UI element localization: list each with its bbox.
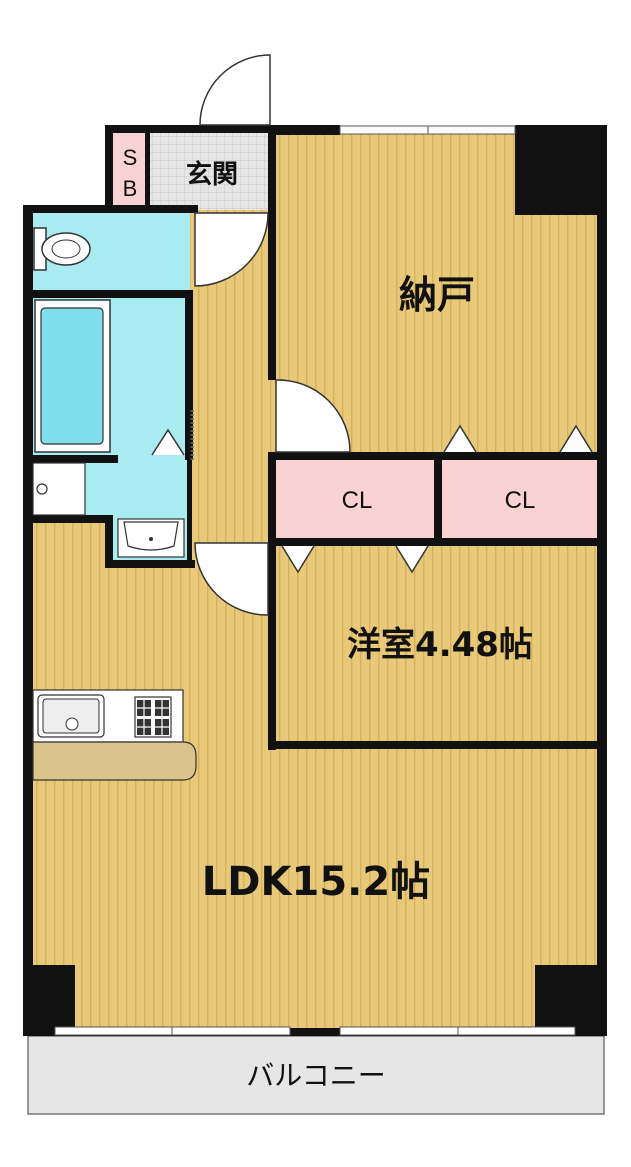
- closet-left-door: [281, 545, 429, 574]
- bath-door: [151, 428, 185, 456]
- bathtub-icon: [34, 299, 111, 453]
- label-closet-right: CL: [505, 487, 536, 514]
- storeroom-closet-door: [443, 424, 593, 453]
- closet-left: [275, 455, 438, 540]
- label-closet-left: CL: [342, 487, 373, 514]
- shoe-box: [110, 130, 150, 210]
- balcony-floor: [27, 1035, 605, 1115]
- stove-icon: [134, 696, 172, 738]
- entrance-floor: [150, 130, 272, 210]
- ldk-floor: [28, 520, 602, 1030]
- label-storeroom: 納戸: [399, 273, 475, 317]
- walls: [23, 125, 607, 1036]
- closet-right: [438, 455, 602, 540]
- entrance-door: [199, 54, 271, 126]
- western-room-floor: [275, 540, 602, 745]
- label-western-room: 洋室4.48帖: [347, 625, 533, 665]
- label-ldk: LDK15.2帖: [202, 859, 430, 905]
- label-shoe-box-top: S: [123, 145, 138, 170]
- label-shoe-box-bottom: B: [123, 176, 138, 201]
- doors: [151, 54, 593, 616]
- washer-pan-icon: [32, 462, 86, 516]
- kitchen-sink-icon: [37, 694, 105, 738]
- label-balcony: バルコニー: [246, 1060, 385, 1091]
- windows: [54, 125, 576, 1036]
- sink-icon: [117, 518, 185, 558]
- label-entrance: 玄関: [186, 159, 238, 190]
- storeroom-door: [275, 379, 351, 453]
- toilet-door: [194, 212, 269, 287]
- toilet-icon: [33, 227, 91, 271]
- ldk-door: [194, 542, 269, 616]
